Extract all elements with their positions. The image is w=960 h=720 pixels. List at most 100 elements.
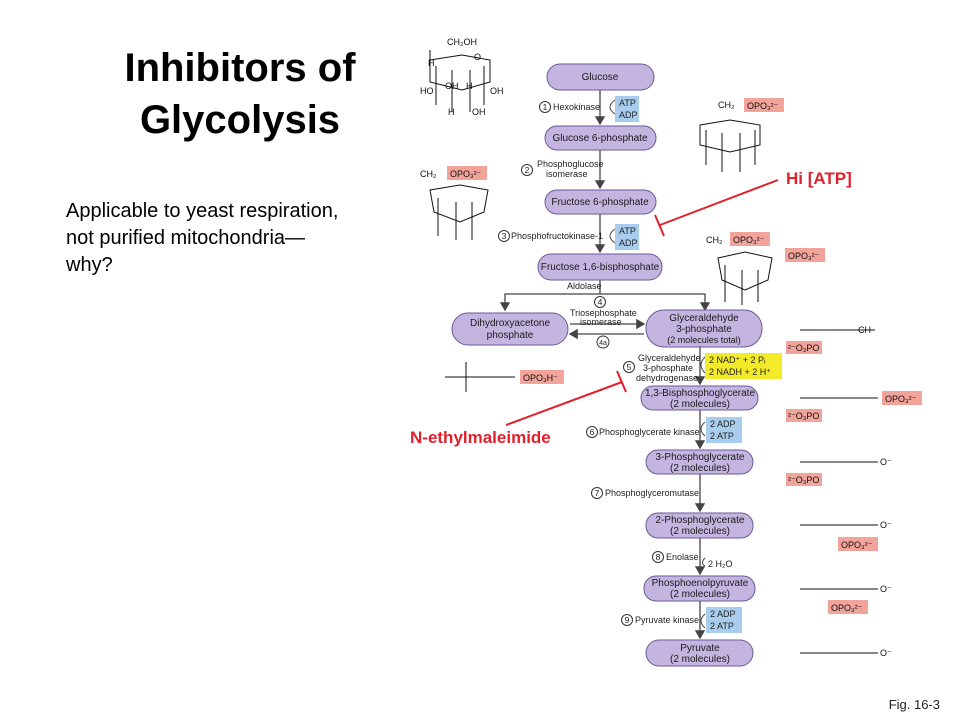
svg-text:O⁻: O⁻	[880, 520, 892, 530]
svg-text:Phosphoglucose: Phosphoglucose	[537, 159, 604, 169]
metabolite-1-3-bisphosphoglycerate: 1,3-Bisphosphoglycerate (2 molecules)	[640, 385, 759, 411]
svg-text:CH₂: CH₂	[718, 100, 735, 110]
svg-text:H: H	[448, 107, 455, 117]
step-7: 7 Phosphoglyceromutase	[591, 487, 699, 499]
svg-text:3: 3	[502, 231, 507, 241]
svg-text:OPO₃²⁻: OPO₃²⁻	[747, 101, 779, 111]
svg-text:Phosphoglycerate kinase: Phosphoglycerate kinase	[599, 427, 700, 437]
svg-text:Dihydroxyacetone: Dihydroxyacetone	[470, 318, 550, 329]
metabolite-pyruvate: Pyruvate (2 molecules)	[645, 639, 754, 667]
svg-text:OH: OH	[472, 107, 486, 117]
cofactor-box-step1: ATP ADP	[615, 96, 639, 122]
svg-text:CH: CH	[858, 325, 871, 335]
svg-text:OPO₃²⁻: OPO₃²⁻	[885, 394, 917, 404]
svg-text:2 NADH + 2 H⁺: 2 NADH + 2 H⁺	[709, 367, 771, 377]
step-1: 1 Hexokinase	[539, 101, 600, 113]
svg-text:Phosphoglyceromutase: Phosphoglyceromutase	[605, 488, 699, 498]
gap-structure: ²⁻O₃PO CH	[786, 325, 875, 354]
svg-text:H: H	[428, 58, 435, 68]
cofactor-water-step8: 2 H₂O	[708, 559, 733, 569]
metabolite-glyceraldehyde-3-phosphate: Glyceraldehyde 3-phosphate (2 molecules …	[645, 309, 763, 348]
svg-text:²⁻O₃PO: ²⁻O₃PO	[788, 343, 819, 353]
cofactor-arrows	[609, 99, 706, 629]
svg-text:3-Phosphoglycerate: 3-Phosphoglycerate	[656, 452, 745, 463]
svg-text:2 ADP: 2 ADP	[710, 609, 736, 619]
svg-text:(2 molecules): (2 molecules)	[670, 463, 730, 474]
svg-text:2 ATP: 2 ATP	[710, 431, 734, 441]
page-title: Inhibitors of Glycolysis	[124, 46, 356, 142]
step-5: 5 Glyceraldehyde 3-phosphate dehydrogena…	[623, 353, 701, 383]
step-6: 6 Phosphoglycerate kinase	[586, 426, 700, 438]
svg-text:2 H₂O: 2 H₂O	[708, 559, 733, 569]
svg-text:isomerase: isomerase	[546, 169, 588, 179]
step-4a: Triosephosphate isomerase 4a	[570, 308, 637, 349]
annotation-n-ethylmaleimide: N-ethylmaleimide	[410, 428, 551, 447]
svg-text:Fructose 6-phosphate: Fructose 6-phosphate	[551, 197, 649, 208]
svg-text:4a: 4a	[599, 340, 607, 347]
metabolite-fructose-1-6-bisphosphate: Fructose 1,6-bisphosphate	[537, 253, 663, 281]
svg-text:phosphate: phosphate	[487, 330, 534, 341]
svg-text:Phosphofructokinase-1: Phosphofructokinase-1	[511, 231, 603, 241]
svg-text:OPO₃²⁻: OPO₃²⁻	[831, 603, 863, 613]
3pg-structure: ²⁻O₃PO O⁻	[786, 457, 892, 486]
figure-reference: Fig. 16-3	[888, 697, 940, 712]
metabolite-dihydroxyacetone-phosphate: Dihydroxyacetone phosphate	[451, 312, 569, 346]
svg-text:ADP: ADP	[619, 238, 638, 248]
step-8: 8 Enolase	[652, 551, 699, 563]
svg-text:ADP: ADP	[619, 110, 638, 120]
svg-text:(2 molecules): (2 molecules)	[670, 399, 730, 410]
svg-text:Phosphoenolpyruvate: Phosphoenolpyruvate	[652, 578, 749, 589]
svg-text:OPO₃H⁻: OPO₃H⁻	[523, 373, 558, 383]
svg-text:8: 8	[656, 552, 661, 562]
svg-text:Glyceraldehyde: Glyceraldehyde	[669, 313, 739, 324]
svg-text:O⁻: O⁻	[880, 457, 892, 467]
svg-text:Enolase: Enolase	[666, 552, 699, 562]
svg-text:Pyruvate: Pyruvate	[680, 643, 720, 654]
cofactor-box-step6: 2 ADP 2 ATP	[706, 417, 742, 443]
inhibitor-lines	[505, 179, 779, 426]
svg-text:CH₂: CH₂	[420, 169, 437, 179]
svg-text:Glucose 6-phosphate: Glucose 6-phosphate	[552, 133, 648, 144]
svg-text:3-phosphate: 3-phosphate	[676, 324, 732, 335]
svg-text:2 ATP: 2 ATP	[710, 621, 734, 631]
pep-structure: OPO₃²⁻ O⁻	[800, 584, 892, 614]
svg-text:(2 molecules): (2 molecules)	[670, 654, 730, 665]
svg-text:4: 4	[598, 297, 603, 307]
svg-text:ATP: ATP	[619, 98, 636, 108]
metabolite-2-phosphoglycerate: 2-Phosphoglycerate (2 molecules)	[645, 512, 754, 539]
svg-text:Triosephosphate: Triosephosphate	[570, 308, 637, 318]
svg-text:CH₂OH: CH₂OH	[447, 37, 477, 47]
svg-text:Pyruvate kinase: Pyruvate kinase	[635, 615, 699, 625]
metabolite-phosphoenolpyruvate: Phosphoenolpyruvate (2 molecules)	[643, 575, 756, 602]
cofactor-box-step9: 2 ADP 2 ATP	[706, 607, 742, 633]
svg-text:OPO₃²⁻: OPO₃²⁻	[733, 235, 765, 245]
step-4: Aldolase 4	[567, 281, 606, 308]
step-3: 3 Phosphofructokinase-1	[498, 230, 603, 242]
svg-text:2-Phosphoglycerate: 2-Phosphoglycerate	[656, 515, 745, 526]
2pg-structure: OPO₃²⁻ O⁻	[800, 520, 892, 551]
annotation-hi-atp: Hi [ATP]	[786, 169, 852, 188]
svg-text:OPO₃²⁻: OPO₃²⁻	[788, 251, 820, 261]
cofactor-box-step3: ATP ADP	[615, 224, 639, 250]
svg-text:(2 molecules total): (2 molecules total)	[667, 335, 741, 345]
svg-text:1,3-Bisphosphoglycerate: 1,3-Bisphosphoglycerate	[645, 388, 756, 399]
svg-text:2 ADP: 2 ADP	[710, 419, 736, 429]
svg-text:HO: HO	[420, 86, 434, 96]
metabolite-glucose-6-phosphate: Glucose 6-phosphate	[544, 125, 657, 151]
svg-text:1: 1	[543, 102, 548, 112]
svg-text:ATP: ATP	[619, 226, 636, 236]
svg-text:H: H	[466, 81, 473, 91]
glucose-structure	[429, 50, 491, 112]
svg-text:O: O	[474, 52, 481, 62]
svg-text:O⁻: O⁻	[880, 584, 892, 594]
svg-text:²⁻O₃PO: ²⁻O₃PO	[788, 475, 819, 485]
svg-text:Aldolase: Aldolase	[567, 281, 602, 291]
svg-text:2: 2	[525, 165, 530, 175]
step-9: 9 Pyruvate kinase	[621, 614, 699, 626]
pyruvate-structure: O⁻	[800, 648, 892, 658]
svg-text:OH: OH	[445, 81, 459, 91]
svg-text:2 NAD⁺ + 2 Pᵢ: 2 NAD⁺ + 2 Pᵢ	[709, 355, 765, 365]
svg-text:(2 molecules): (2 molecules)	[670, 589, 730, 600]
svg-text:9: 9	[625, 615, 630, 625]
